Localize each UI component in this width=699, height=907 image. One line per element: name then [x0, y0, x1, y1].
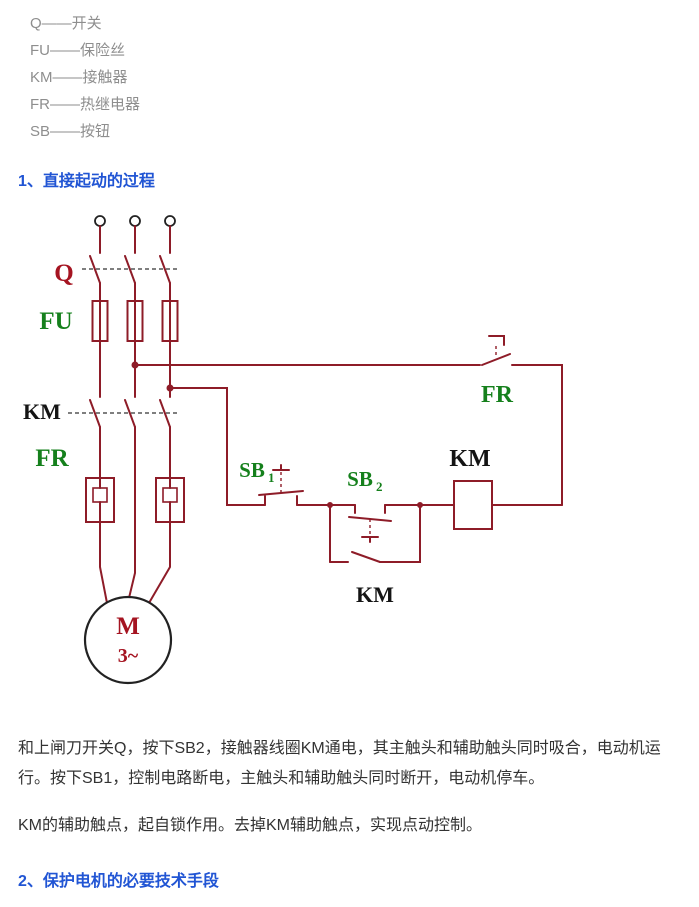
phase-wires-lower [99, 426, 171, 599]
thermal-relay-contact-fr: FR [481, 335, 514, 408]
legend-item-km: KM——接触器 [30, 69, 128, 86]
self-lock-contact-km: KM [329, 502, 423, 607]
motor-leads [99, 521, 171, 604]
label-motor-m: M [116, 613, 140, 640]
section-heading-direct-start: 1、直接起动的过程 [18, 173, 155, 190]
contactor-coil-km: KM [384, 446, 563, 530]
label-fu: FU [39, 308, 72, 335]
power-terminals [94, 215, 176, 227]
control-wiring [131, 361, 563, 506]
label-q: Q [54, 260, 73, 287]
label-motor-phases: 3~ [118, 645, 139, 667]
section-heading-protection: 2、保护电机的必要技术手段 [18, 873, 219, 891]
paragraph-self-lock: KM的辅助触点，起自锁作用。去掉KM辅助触点，实现点动控制。 [18, 816, 483, 834]
phase-wires-top [99, 225, 171, 254]
label-km-aux: KM [356, 582, 394, 607]
legend-item-fr: FR——热继电器 [30, 96, 140, 113]
knife-switch-q: Q [54, 255, 178, 287]
label-sb1-subscript: 1 [268, 470, 275, 485]
contactor-main-contacts-km: KM [23, 399, 178, 428]
component-legend: Q——开关 FU——保险丝 KM——接触器 FR——热继电器 SB——按钮 [0, 0, 699, 145]
legend-item-fu: FU——保险丝 [30, 42, 125, 59]
stop-button-sb1: SB 1 [239, 458, 304, 506]
thermal-relay-elements-fr: FR [35, 445, 185, 523]
label-sb2-subscript: 2 [376, 479, 383, 494]
control-wiring-mid [296, 502, 356, 563]
start-button-sb2: SB 2 [347, 467, 392, 543]
label-fr-main: FR [35, 445, 69, 472]
label-fr-contact: FR [481, 382, 514, 408]
label-km-coil: KM [449, 446, 490, 472]
legend-item-q: Q——开关 [30, 15, 102, 32]
label-km-main: KM [23, 399, 61, 424]
motor-m: M 3~ [83, 595, 173, 685]
fuses-fu: FU [39, 300, 179, 342]
paragraph-operation: 和上闸刀开关Q，按下SB2，接触器线圈KM通电，其主触头和辅助触头同时吸合，电动… [18, 740, 661, 788]
label-sb1: SB [239, 458, 265, 482]
legend-item-sb: SB——按钮 [30, 123, 111, 140]
motor-starter-schematic: Q FU [23, 215, 563, 685]
label-sb2: SB [347, 467, 373, 491]
circuit-diagram: Q FU [12, 205, 632, 710]
